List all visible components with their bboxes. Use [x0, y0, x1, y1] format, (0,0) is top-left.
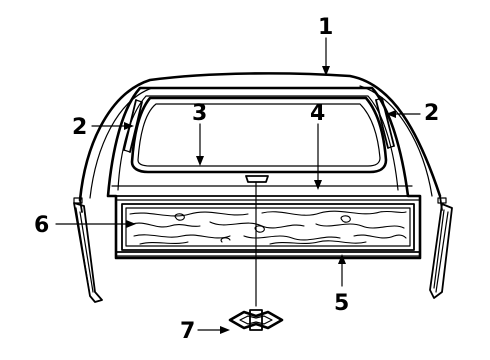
callout-7: 7 [180, 319, 195, 344]
callout-2-left: 2 [72, 115, 87, 140]
woodgrain-texture [129, 210, 407, 245]
lower-moulding [115, 251, 421, 257]
side-moulding-right [375, 97, 395, 149]
callout-6: 6 [34, 213, 49, 238]
rear-window-glass [130, 96, 388, 174]
liftgate-handle [245, 175, 269, 183]
callout-1: 1 [318, 15, 333, 40]
leader-lines [55, 37, 421, 334]
callout-5: 5 [334, 291, 349, 316]
callout-4: 4 [310, 101, 325, 126]
callout-2-right: 2 [424, 101, 439, 126]
callout-3: 3 [192, 101, 207, 126]
bowtie-emblem [228, 309, 284, 331]
vehicle-body-outline [73, 72, 453, 303]
liftgate-assembly [106, 86, 422, 260]
